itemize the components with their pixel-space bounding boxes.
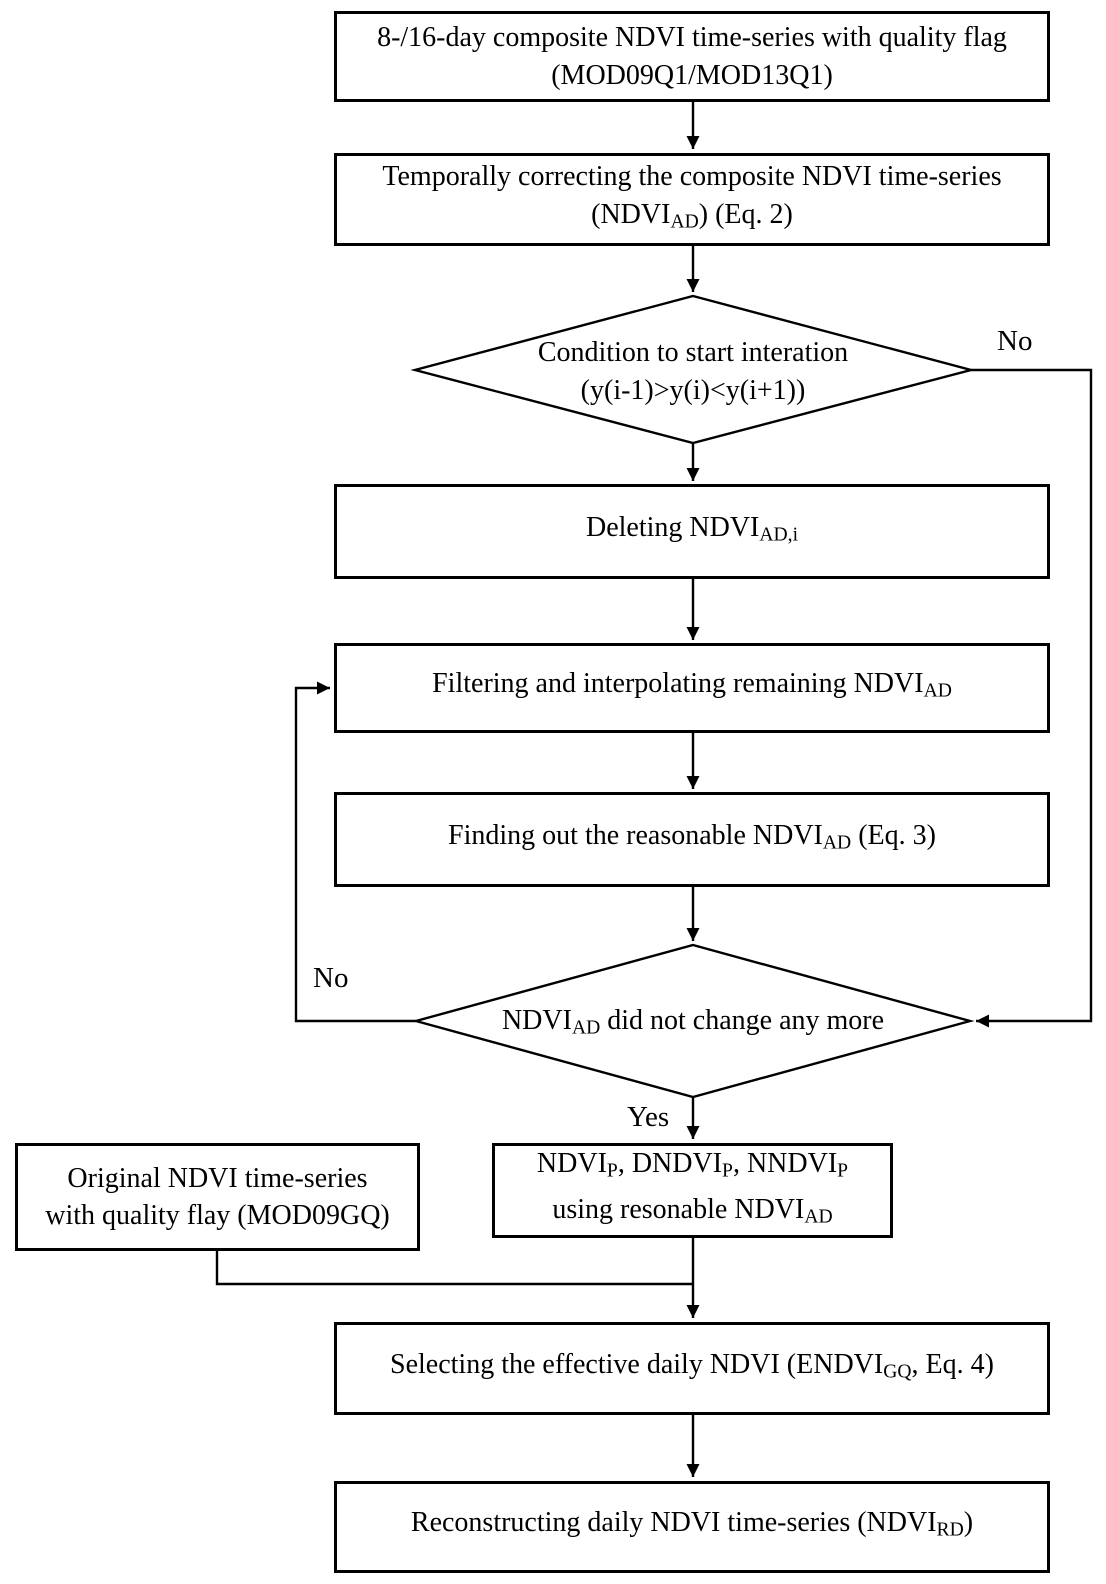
decision2-pre: NDVI [501,1005,572,1036]
correction-line1: Temporally correcting the composite NDVI… [382,160,1002,192]
correction-line2-post: ) (Eq. 2) [698,198,793,230]
decision2-no-change-label: NDVIAD did not change any more [413,1002,973,1048]
reconstructing-text: Reconstructing daily NDVI time-series (N… [410,1507,937,1539]
selecting-post: , Eq. 4) [911,1348,994,1380]
finding-post: (Eq. 3) [851,819,936,851]
original-line2: with quality flay (MOD09GQ) [45,1200,390,1231]
node-reconstructing-ndvi-label: Reconstructing daily NDVI time-series (N… [411,1504,973,1550]
edge-label-decision2-no: No [313,962,349,994]
node-temporal-correction: Temporally correcting the composite NDVI… [334,153,1050,246]
products-sub2: P [722,1160,733,1182]
products-line2-subscript: AD [804,1206,833,1228]
reconstructing-subscript: RD [936,1519,964,1541]
decision2-subscript: AD [571,1017,601,1039]
products-sub1: P [606,1160,618,1182]
node-original-ndvi-input: Original NDVI time-series with quality f… [15,1143,420,1251]
deleting-subscript: AD,i [759,524,799,546]
reconstructing-post: ) [963,1507,974,1539]
decision1-line2: (y(i-1)>y(i)<y(i+1)) [580,375,806,406]
products-sub3: P [837,1160,849,1182]
filtering-subscript: AD [923,680,952,702]
connector-original-join [215,1250,693,1286]
node-original-ndvi-input-label: Original NDVI time-series with quality f… [45,1160,390,1234]
node-selecting-daily-ndvi-label: Selecting the effective daily NDVI (ENDV… [390,1346,994,1392]
finding-text: Finding out the reasonable NDVI [448,819,823,851]
decision1-line1: Condition to start interation [537,337,849,368]
finding-subscript: AD [822,832,852,854]
products-line2: using resonable NDVI [552,1193,805,1225]
connector-decision1-no-branch [971,368,1093,1028]
node-reconstructing-ndvi: Reconstructing daily NDVI time-series (N… [334,1481,1050,1573]
products-seg2: , DNDVI [617,1147,723,1179]
node-filtering-interpolating: Filtering and interpolating remaining ND… [334,643,1050,733]
original-line1: Original NDVI time-series [67,1163,368,1194]
correction-line2-subscript: AD [670,211,699,233]
node-deleting-ndvi-label: Deleting NDVIAD,i [586,509,798,555]
node-finding-reasonable-label: Finding out the reasonable NDVIAD (Eq. 3… [448,817,936,863]
selecting-subscript: GQ [883,1361,912,1383]
node-selecting-daily-ndvi: Selecting the effective daily NDVI (ENDV… [334,1322,1050,1415]
node-filtering-interpolating-label: Filtering and interpolating remaining ND… [432,665,952,711]
decision2-post: did not change any more [600,1005,885,1036]
edge-label-decision2-yes: Yes [627,1101,670,1133]
filtering-text: Filtering and interpolating remaining ND… [432,668,924,700]
node-composite-ndvi-input-label: 8-/16-day composite NDVI time-series wit… [377,19,1007,95]
connector-decision2-no-loop [294,681,416,1023]
correction-line2-pre: (NDVI [591,198,671,230]
node-finding-reasonable: Finding out the reasonable NDVIAD (Eq. 3… [334,792,1050,887]
node-composite-ndvi-input: 8-/16-day composite NDVI time-series wit… [334,11,1050,102]
node-ndvi-products-label: NDVIP, DNDVIP, NNDVIP using resonable ND… [537,1145,848,1236]
node-deleting-ndvi: Deleting NDVIAD,i [334,484,1050,579]
products-seg1: NDVI [536,1147,607,1179]
composite-line2: (MOD09Q1/MOD13Q1) [551,59,833,91]
edge-label-decision1-no: No [997,325,1033,357]
selecting-text: Selecting the effective daily NDVI (ENDV… [390,1348,884,1380]
decision1-start-condition-label: Condition to start interation (y(i-1)>y(… [443,334,943,410]
composite-line1: 8-/16-day composite NDVI time-series wit… [377,21,1007,53]
deleting-text: Deleting NDVI [585,511,760,543]
node-ndvi-products: NDVIP, DNDVIP, NNDVIP using resonable ND… [492,1143,893,1238]
products-seg3: , NNDVI [732,1147,838,1179]
node-temporal-correction-label: Temporally correcting the composite NDVI… [382,158,1001,242]
